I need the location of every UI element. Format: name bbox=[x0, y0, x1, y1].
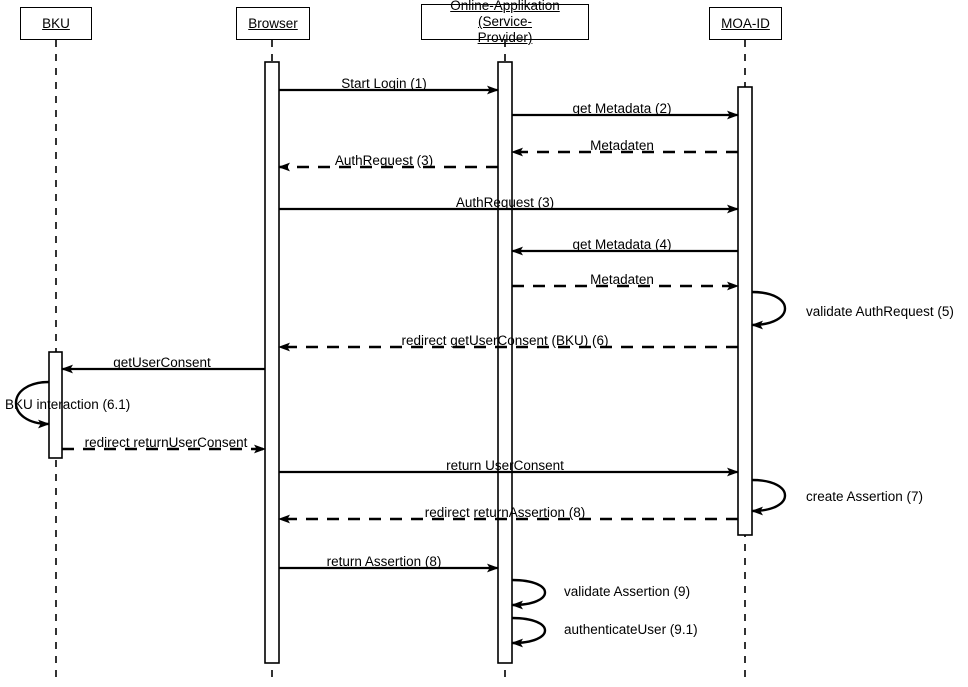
self-message-label: BKU interaction (6.1) bbox=[5, 397, 131, 412]
activation-bar-moaid bbox=[737, 86, 753, 536]
participant-box-moaid[interactable]: MOA-ID bbox=[709, 7, 782, 40]
self-message-arrow bbox=[511, 616, 546, 648]
message-label: redirect getUserConsent (BKU) (6) bbox=[401, 333, 609, 348]
self-message-label: validate Assertion (9) bbox=[564, 584, 691, 599]
message-label: getUserConsent bbox=[113, 355, 211, 370]
message-label: AuthRequest (3) bbox=[334, 153, 434, 168]
self-message-label: validate AuthRequest (5) bbox=[806, 304, 954, 319]
message-label: redirect returnAssertion (8) bbox=[424, 505, 586, 520]
self-message-arrow bbox=[751, 290, 786, 330]
participant-box-bku[interactable]: BKU bbox=[20, 7, 92, 40]
activation-bar-browser bbox=[264, 61, 280, 664]
participant-box-oa[interactable]: Online-Applikation (Service- Provider) bbox=[421, 0, 589, 45]
message-label: return UserConsent bbox=[446, 458, 564, 473]
message-label: Metadaten bbox=[590, 272, 654, 287]
self-message-arrows-group bbox=[14, 290, 786, 648]
self-message-label: create Assertion (7) bbox=[806, 489, 924, 504]
participant-label-oa: Online-Applikation (Service- Provider) bbox=[422, 0, 588, 46]
participant-box-browser[interactable]: Browser bbox=[236, 7, 310, 40]
participant-label-moaid: MOA-ID bbox=[721, 15, 770, 31]
message-label: get Metadata (2) bbox=[572, 101, 672, 116]
activation-bar-bku bbox=[48, 351, 63, 459]
activation-bar-oa bbox=[497, 61, 513, 664]
message-label: AuthRequest (3) bbox=[455, 195, 555, 210]
message-label: get Metadata (4) bbox=[572, 237, 672, 252]
participant-label-browser: Browser bbox=[248, 15, 298, 31]
self-message-label: authenticateUser (9.1) bbox=[564, 622, 698, 637]
message-label: redirect returnUserConsent bbox=[84, 435, 248, 450]
participant-label-oa-line1: Online-Applikation (Service- bbox=[450, 0, 560, 29]
self-message-arrow bbox=[14, 380, 50, 429]
self-message-arrow bbox=[751, 478, 786, 516]
message-label: return Assertion (8) bbox=[326, 554, 442, 569]
message-label: Metadaten bbox=[590, 138, 654, 153]
self-message-arrow bbox=[511, 578, 546, 610]
message-arrows-group bbox=[61, 85, 739, 573]
message-label: Start Login (1) bbox=[341, 76, 427, 91]
participant-label-bku: BKU bbox=[42, 15, 70, 31]
activation-bars-group bbox=[48, 61, 753, 664]
participant-label-oa-line2: Provider) bbox=[477, 30, 533, 45]
